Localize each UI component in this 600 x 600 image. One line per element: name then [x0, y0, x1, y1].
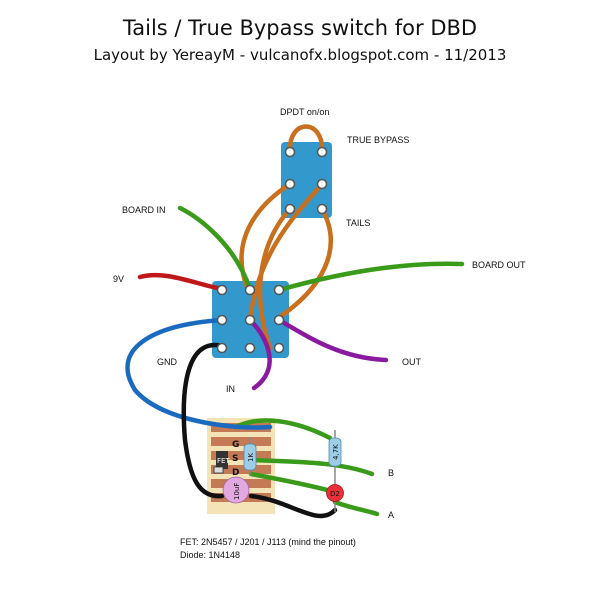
wire-bypass-loop — [287, 124, 325, 155]
wire-out — [276, 317, 389, 363]
label-board-in: BOARD IN — [122, 205, 166, 215]
wire-board-out — [276, 261, 465, 293]
3pdt-lugs — [216, 284, 285, 354]
label-out: OUT — [402, 357, 422, 367]
wire-a — [332, 499, 380, 517]
label-9v: 9V — [113, 274, 124, 284]
wire-orange-3 — [257, 206, 293, 351]
note-fet: FET: 2N5457 / J201 / J113 (mind the pino… — [180, 537, 356, 547]
fet-transistor: FET — [213, 451, 230, 474]
diagram-subtitle: Layout by YereayM - vulcanofx.blogspot.c… — [93, 46, 507, 64]
black-wires — [181, 342, 338, 519]
wire-in — [247, 317, 272, 391]
label-true-bypass: TRUE BYPASS — [347, 135, 409, 145]
wire-9v — [137, 272, 225, 292]
label-a: A — [388, 510, 394, 520]
resistor-1k-label: 1K — [247, 453, 255, 462]
wire-board-in — [177, 205, 253, 292]
wire-green-top — [233, 418, 333, 441]
pin-g: G — [232, 440, 239, 450]
diode-label: D2 — [330, 490, 340, 498]
wire-b — [248, 457, 375, 477]
dpdt-switch — [281, 142, 332, 218]
label-gnd: GND — [157, 357, 178, 367]
pin-s: S — [232, 454, 238, 464]
label-tails: TAILS — [346, 218, 370, 228]
label-dpdt: DPDT on/on — [280, 107, 329, 117]
label-board-out: BOARD OUT — [472, 260, 526, 270]
note-diode: Diode: 1N4148 — [180, 550, 240, 560]
diode-d2: D2 — [326, 478, 344, 512]
purple-wires — [247, 317, 389, 391]
resistor-4k7: 4,7K — [328, 430, 342, 478]
diagram-title: Tails / True Bypass switch for DBD — [122, 16, 478, 40]
resistor-1k: 1K — [243, 437, 257, 476]
wire-orange-4 — [275, 206, 333, 321]
wire-gnd — [181, 342, 225, 499]
label-b: B — [388, 468, 394, 478]
label-in: IN — [226, 384, 235, 394]
dpdt-lugs — [284, 146, 328, 215]
capacitor-10uf: 10uF — [222, 476, 250, 504]
wire-black-right — [248, 493, 338, 519]
resistor-4k7-label: 4,7K — [332, 444, 340, 460]
wire-orange-2 — [247, 181, 325, 323]
capacitor-label: 10uF — [233, 483, 241, 500]
fet-label: FET — [217, 457, 230, 465]
wire-blue — [125, 317, 273, 430]
pin-d: D — [232, 468, 239, 478]
